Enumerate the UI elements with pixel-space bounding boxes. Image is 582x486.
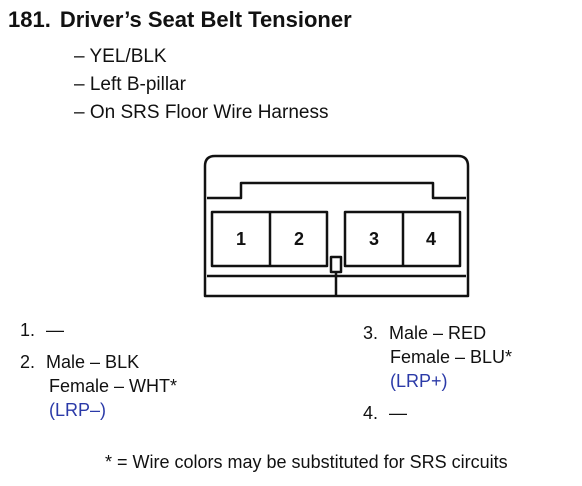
pin-1-row: 1. — xyxy=(20,318,177,342)
details-list: – YEL/BLK – Left B-pillar – On SRS Floor… xyxy=(74,43,328,127)
detail-location: – Left B-pillar xyxy=(74,74,186,95)
pin-3-female: Female – BLU* xyxy=(390,347,513,367)
pinout-left: 1. — 2. Male – BLK Female – WHT* (LRP–) xyxy=(20,318,177,422)
pin-2-male: Male – BLK xyxy=(46,352,140,372)
pin-1-number: 1. xyxy=(20,320,36,340)
detail-color: – YEL/BLK xyxy=(74,46,167,67)
title-text: Driver’s Seat Belt Tensioner xyxy=(59,7,352,32)
pin-2-female: Female – WHT* xyxy=(49,376,178,396)
pin-4-value: — xyxy=(389,403,408,423)
pinout-right: 3. Male – RED Female – BLU* (LRP+) 4. — xyxy=(363,321,512,425)
pin-2-row: 2. Male – BLK xyxy=(20,350,177,374)
page-title: 181. Driver’s Seat Belt Tensioner xyxy=(8,7,352,33)
footnote: * = Wire colors may be substituted for S… xyxy=(105,452,508,472)
pin-2-number: 2. xyxy=(20,352,36,372)
pin-3-circuit: (LRP+) xyxy=(390,371,448,391)
pin-3-male: Male – RED xyxy=(389,323,487,343)
pin-1-value: — xyxy=(46,320,65,340)
pin-3-number: 3. xyxy=(363,323,379,343)
item-number: 181. xyxy=(8,7,51,32)
detail-harness: – On SRS Floor Wire Harness xyxy=(74,102,329,123)
pin-2-circuit: (LRP–) xyxy=(49,400,107,420)
pin-4-row: 4. — xyxy=(363,401,512,425)
pin-3-row: 3. Male – RED xyxy=(363,321,512,345)
pin-4-number: 4. xyxy=(363,403,379,423)
